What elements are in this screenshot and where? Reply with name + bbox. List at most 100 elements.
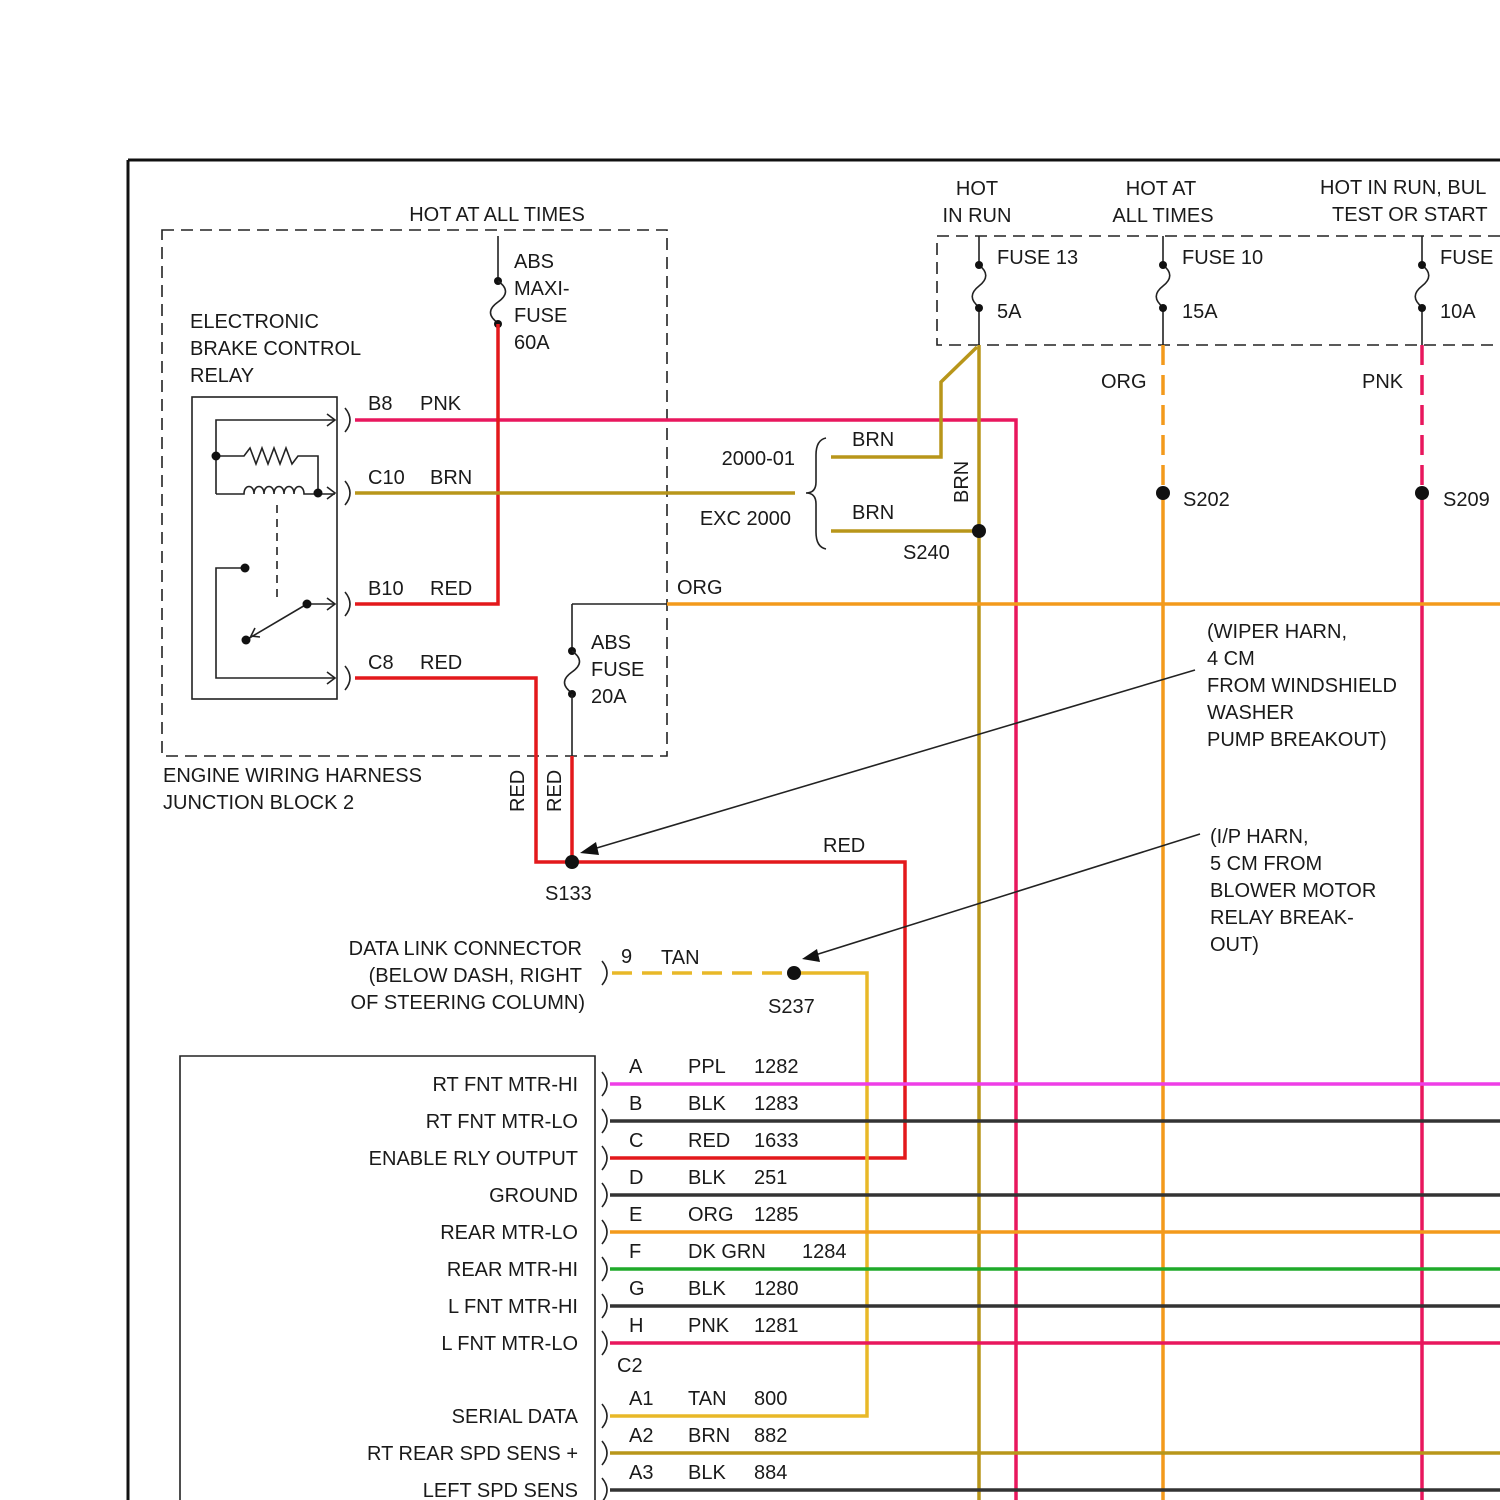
wiper-note-3: FROM WINDSHIELD xyxy=(1207,675,1397,697)
maxi-fuse-rating: 60A xyxy=(514,332,550,354)
relay-pin-c10-connector xyxy=(345,481,350,505)
dlc-label-3: OF STEERING COLUMN) xyxy=(351,992,585,1014)
pin-b-circuit: 1283 xyxy=(754,1093,799,1115)
junction-block-name-2: JUNCTION BLOCK 2 xyxy=(163,792,354,814)
ip-note-arrowhead xyxy=(802,949,820,962)
pin-e-circuit: 1285 xyxy=(754,1204,799,1226)
fuse-header-run-2: IN RUN xyxy=(943,205,1012,227)
pin-f-letter: F xyxy=(629,1241,641,1263)
pin-g-wire-color: BLK xyxy=(688,1278,726,1300)
relay-pin-c10: C10 xyxy=(368,467,405,489)
wiper-note-leader xyxy=(590,670,1195,850)
fuse-10-terminal-top xyxy=(1159,261,1167,269)
splice-s133-label: S133 xyxy=(545,883,592,905)
pin-e-connector xyxy=(602,1220,607,1244)
fuse-right-rating: 10A xyxy=(1440,301,1476,323)
c2-pin-a2-connector xyxy=(602,1441,607,1465)
fuse-10-terminal-bottom xyxy=(1159,304,1167,312)
fuse-right-element xyxy=(1415,265,1429,307)
wire-label-red-s133: RED xyxy=(823,835,865,857)
pin-a-letter: A xyxy=(629,1056,643,1078)
pin-f-connector xyxy=(602,1257,607,1281)
fuse-header-start-1: HOT IN RUN, BUL xyxy=(1320,177,1486,199)
pin-h-label: L FNT MTR-LO xyxy=(441,1333,578,1355)
c2-pin-a2-label: RT REAR SPD SENS + xyxy=(367,1443,578,1465)
ip-note-leader xyxy=(812,834,1200,956)
c2-pin-a1-wire-color: TAN xyxy=(688,1388,727,1410)
splice-s237 xyxy=(787,966,801,980)
dlc-label-1: DATA LINK CONNECTOR xyxy=(349,938,582,960)
pin-d-circuit: 251 xyxy=(754,1167,787,1189)
c2-pin-a1-label: SERIAL DATA xyxy=(452,1406,579,1428)
c2-pin-a1-connector xyxy=(602,1404,607,1428)
pin-b-wire-color: BLK xyxy=(688,1093,726,1115)
year-split-bracket xyxy=(806,438,826,549)
relay-coil-node-a xyxy=(212,452,221,461)
fuse-right-terminal-bottom xyxy=(1418,304,1426,312)
pin-e-letter: E xyxy=(629,1204,642,1226)
pin-f-wire-color: DK GRN xyxy=(688,1241,766,1263)
wiper-note-5: PUMP BREAKOUT) xyxy=(1207,729,1387,751)
fuse-13-name: FUSE 13 xyxy=(997,247,1078,269)
pin-b-label: RT FNT MTR-LO xyxy=(426,1111,578,1133)
relay-switch-contact-nc xyxy=(241,564,250,573)
fuse-13-rating: 5A xyxy=(997,301,1022,323)
ip-note-3: BLOWER MOTOR xyxy=(1210,880,1376,902)
fuse-10-name: FUSE 10 xyxy=(1182,247,1263,269)
relay-switch-pivot xyxy=(242,636,251,645)
dlc-wire-color: TAN xyxy=(661,947,700,969)
pin-c-connector xyxy=(602,1146,607,1170)
c2-pin-a3-circuit: 884 xyxy=(754,1462,787,1484)
pin-h-letter: H xyxy=(629,1315,643,1337)
module-c2-label: C2 xyxy=(617,1355,643,1377)
splice-s209 xyxy=(1415,486,1429,500)
fuse-header-all-1: HOT AT xyxy=(1126,178,1196,200)
pin-c-label: ENABLE RLY OUTPUT xyxy=(369,1148,578,1170)
pin-b-connector xyxy=(602,1109,607,1133)
wire-label-red-abs-vertical: RED xyxy=(544,770,566,812)
pin-d-label: GROUND xyxy=(489,1185,578,1207)
dlc-connector-symbol xyxy=(602,961,607,985)
pin-g-letter: G xyxy=(629,1278,645,1300)
fuse-13-terminal-bottom xyxy=(975,304,983,312)
splice-s240 xyxy=(972,524,986,538)
pin-f-circuit: 1284 xyxy=(802,1241,847,1263)
c2-pin-a3-connector xyxy=(602,1478,607,1500)
relay-switch-contact-no xyxy=(303,600,312,609)
wire-label-brn-2000-01: BRN xyxy=(852,429,894,451)
pin-c-letter: C xyxy=(629,1130,643,1152)
relay-pin-c8: C8 xyxy=(368,652,394,674)
ip-note-2: 5 CM FROM xyxy=(1210,853,1322,875)
wiper-note-arrowhead xyxy=(580,842,599,855)
fuse-10-rating: 15A xyxy=(1182,301,1218,323)
relay-pin-c8-color: RED xyxy=(420,652,462,674)
wiper-note-2: 4 CM xyxy=(1207,648,1255,670)
splice-s202-label: S202 xyxy=(1183,489,1230,511)
c2-pin-a3-letter: A3 xyxy=(629,1462,653,1484)
relay-pin-c10-color: BRN xyxy=(430,467,472,489)
pin-c-wire-color: RED xyxy=(688,1130,730,1152)
pin-d-letter: D xyxy=(629,1167,643,1189)
abs-fuse-label-1: ABS xyxy=(591,632,631,654)
relay-pin-b10-color: RED xyxy=(430,578,472,600)
pin-a-connector xyxy=(602,1072,607,1096)
pin-d-connector xyxy=(602,1183,607,1207)
splice-s133 xyxy=(565,855,579,869)
year-label-2000-01: 2000-01 xyxy=(722,448,795,470)
pin-a-circuit: 1282 xyxy=(754,1056,799,1078)
relay-coil-node-b xyxy=(314,489,323,498)
relay-pin-b8-connector xyxy=(345,408,350,432)
pin-f-label: REAR MTR-HI xyxy=(447,1259,578,1281)
dlc-label-2: (BELOW DASH, RIGHT xyxy=(369,965,582,987)
abs-fuse-rating: 20A xyxy=(591,686,627,708)
fuse-right-name: FUSE xyxy=(1440,247,1493,269)
maxi-fuse-element xyxy=(491,281,506,323)
c2-pin-a2-circuit: 882 xyxy=(754,1425,787,1447)
c2-pin-a2-letter: A2 xyxy=(629,1425,653,1447)
fuse-13-element xyxy=(972,265,986,307)
relay-pin-b8-color: PNK xyxy=(420,393,462,415)
relay-coil-icon xyxy=(216,414,335,600)
wire-label-pnk-right: PNK xyxy=(1362,371,1404,393)
junction-block-name-1: ENGINE WIRING HARNESS xyxy=(163,765,422,787)
